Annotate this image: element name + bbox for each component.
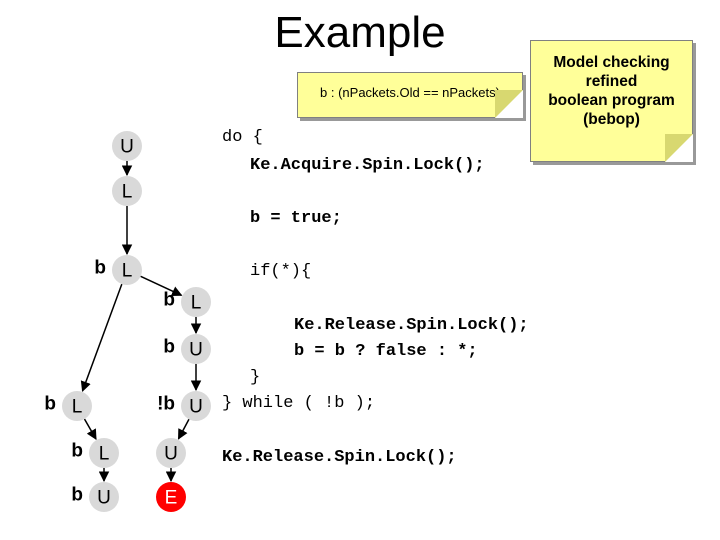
code-do-open: do { (222, 128, 263, 147)
node-label: L (72, 397, 83, 418)
code-acquire: Ke.Acquire.Spin.Lock(); (250, 156, 485, 175)
code-release-inner: Ke.Release.Spin.Lock(); (294, 316, 529, 335)
graph-edges (80, 161, 202, 483)
state-node (89, 482, 119, 512)
node-label: U (120, 137, 134, 158)
state-node (112, 131, 142, 161)
graph-edge-n6-n7 (177, 418, 190, 440)
graph-edge-n3-n9 (80, 283, 123, 392)
code-release-final: Ke.Release.Spin.Lock(); (222, 448, 457, 467)
graph-edge-n9-n10 (83, 418, 97, 441)
predicate-note-text: b : (nPackets.Old == nPackets) (320, 85, 500, 100)
state-node (181, 287, 211, 317)
node-predicate-label: b (71, 441, 83, 462)
model-note-line-2: refined (585, 73, 638, 90)
graph-edge-n3-n4 (140, 275, 183, 297)
model-note-line-3: boolean program (548, 92, 675, 109)
node-predicate-label: b (163, 337, 175, 358)
node-label: L (122, 182, 133, 203)
model-note-line-1: Model checking (553, 54, 670, 71)
note-fold-corner (665, 134, 693, 162)
node-label: L (99, 444, 110, 465)
node-label: U (164, 444, 178, 465)
node-label: L (122, 261, 133, 282)
state-node (112, 255, 142, 285)
note-fold-corner (495, 90, 523, 118)
node-label: L (191, 293, 202, 314)
node-label: U (189, 397, 203, 418)
code-while-line: } while ( !b ); (222, 394, 376, 413)
code-update-b: b = b ? false : *; (294, 342, 478, 361)
slide-title: Example (274, 8, 446, 57)
state-node (181, 391, 211, 421)
code-if-open: if(*){ (250, 262, 312, 281)
model-note-line-4: (bebop) (583, 111, 640, 128)
code-if-close: } (250, 368, 261, 387)
predicate-note: b : (nPackets.Old == nPackets) (297, 72, 523, 118)
state-node (62, 391, 92, 421)
error-node (156, 482, 186, 512)
state-node (156, 438, 186, 468)
model-checking-note: Model checking refined boolean program (… (530, 40, 693, 162)
state-node (181, 334, 211, 364)
node-label: U (97, 488, 111, 509)
node-predicate-label: b (94, 258, 106, 279)
state-node (112, 176, 142, 206)
node-predicate-label: !b (157, 394, 175, 415)
state-node (89, 438, 119, 468)
node-predicate-label: b (44, 394, 56, 415)
node-label: U (189, 340, 203, 361)
node-predicate-label: b (163, 290, 175, 311)
node-predicate-label: b (71, 485, 83, 506)
node-label: E (165, 488, 178, 509)
code-assign-b: b = true; (250, 209, 342, 228)
